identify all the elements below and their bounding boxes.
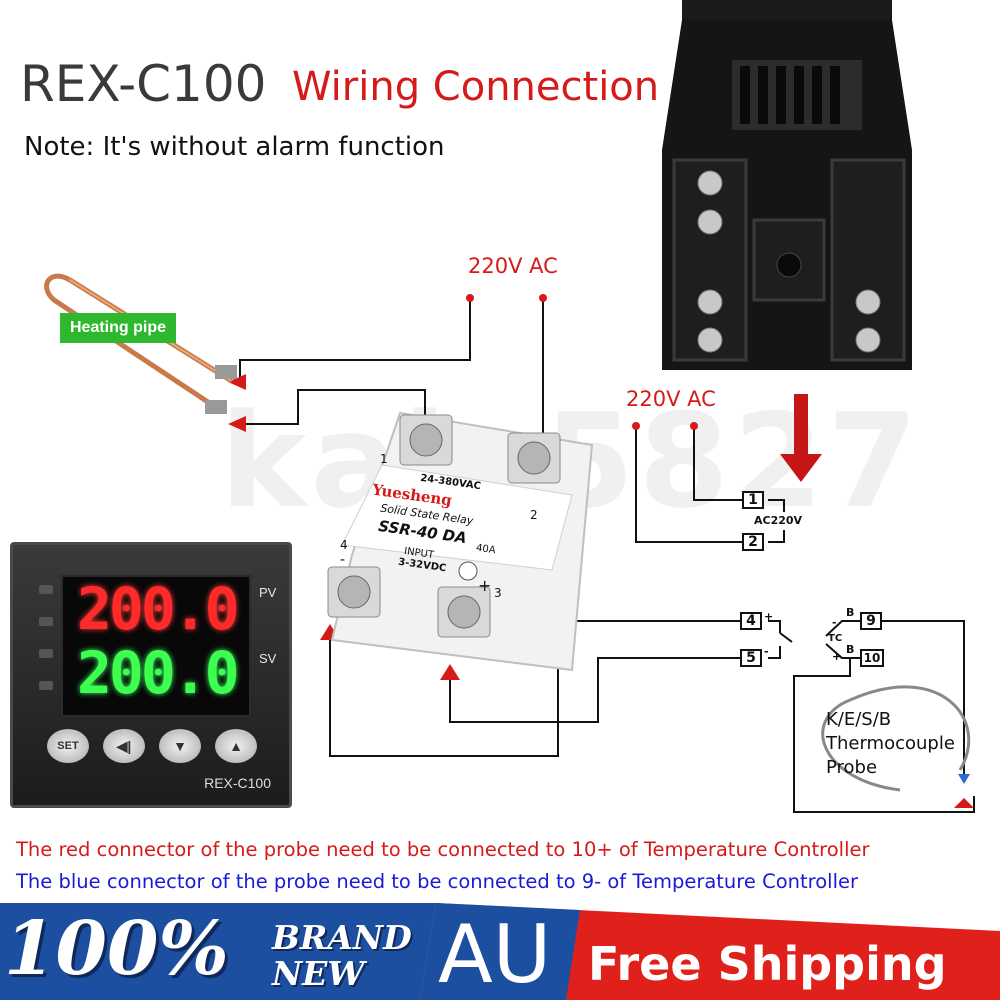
tc-minus: - bbox=[832, 616, 837, 629]
sv-display: 200.0 bbox=[77, 639, 240, 707]
big-down-arrow bbox=[780, 394, 822, 482]
ssr-terminal-1: 1 bbox=[380, 452, 388, 466]
back-screw-1 bbox=[697, 170, 723, 196]
set-button[interactable]: SET bbox=[47, 729, 89, 763]
model-title: REX-C100 bbox=[20, 55, 267, 113]
terminal-10: 10 bbox=[860, 649, 884, 667]
ssr-minus: - bbox=[340, 552, 346, 568]
wiring-title: Wiring Connection bbox=[292, 64, 660, 110]
wire-ssr-plus bbox=[449, 657, 740, 723]
pv-display: 200.0 bbox=[77, 575, 240, 643]
terminal-4-plus: + bbox=[764, 610, 774, 623]
controller-model-label: REX-C100 bbox=[204, 775, 271, 791]
banner-brand-new: BRAND NEW bbox=[272, 920, 412, 992]
wire-heater-ssr bbox=[240, 389, 426, 425]
back-screw-10 bbox=[855, 327, 881, 353]
arrow-heater-bottom bbox=[228, 416, 246, 432]
back-screw-9 bbox=[855, 289, 881, 315]
banner-brand: BRAND bbox=[272, 918, 412, 957]
ac-label-top: 220V AC bbox=[468, 254, 558, 278]
terminal-5: 5 bbox=[740, 649, 762, 667]
ssr-terminal-screws bbox=[327, 414, 561, 638]
terminal-9-b: B bbox=[846, 606, 855, 619]
terminal-2: 2 bbox=[742, 533, 764, 551]
wire-ac-t1 bbox=[693, 428, 742, 501]
terminal-10-b: B bbox=[846, 643, 855, 656]
tc-plus: + bbox=[832, 650, 842, 663]
down-button[interactable]: ▼ bbox=[159, 729, 201, 763]
back-screw-5 bbox=[697, 327, 723, 353]
ac-label-right: 220V AC bbox=[626, 387, 716, 411]
wire-ac-left bbox=[239, 300, 471, 382]
banner-region: AU bbox=[438, 908, 552, 1000]
terminal-1: 1 bbox=[742, 491, 764, 509]
tc-label: TC bbox=[828, 633, 843, 644]
red-connector-note: The red connector of the probe need to b… bbox=[16, 838, 870, 861]
terminal-4: 4 bbox=[740, 612, 762, 630]
banner-new: NEW bbox=[272, 954, 365, 993]
back-screw-4 bbox=[697, 289, 723, 315]
controller-back-view bbox=[662, 0, 912, 370]
probe-label: K/E/S/B Thermocouple Probe bbox=[826, 708, 976, 780]
ssr-plus: + bbox=[478, 576, 492, 595]
banner-percent: 100% bbox=[4, 906, 229, 992]
wire-ac-t2 bbox=[635, 428, 742, 543]
promo-banner bbox=[0, 903, 1000, 1000]
up-button[interactable]: ▲ bbox=[215, 729, 257, 763]
banner-shipping: Free Shipping bbox=[588, 937, 947, 991]
wire-ssr-minus bbox=[329, 620, 740, 757]
heating-pipe-label: Heating pipe bbox=[60, 313, 176, 343]
blue-connector-note: The blue connector of the probe need to … bbox=[16, 870, 858, 893]
arrow-ssr-t3 bbox=[440, 664, 460, 680]
solid-state-relay bbox=[327, 411, 594, 672]
indicator-3 bbox=[39, 649, 53, 658]
note-text: Note: It's without alarm function bbox=[24, 132, 445, 162]
probe-line-3: Probe bbox=[826, 757, 878, 778]
controller-display: 200.0 200.0 bbox=[61, 575, 251, 717]
indicator-1 bbox=[39, 585, 53, 594]
sv-label: SV bbox=[259, 651, 277, 666]
temperature-controller: 200.0 200.0 PV SV SET ◀| ▼ ▲ REX-C100 bbox=[10, 542, 292, 808]
probe-line-1: K/E/S/B bbox=[826, 709, 892, 730]
wire-probe-blue bbox=[882, 620, 965, 774]
ac220v-label: AC220V bbox=[754, 514, 803, 527]
ssr-terminal-3: 3 bbox=[494, 586, 502, 600]
shift-button[interactable]: ◀| bbox=[103, 729, 145, 763]
pv-label: PV bbox=[259, 585, 277, 600]
terminal-5-minus: - bbox=[764, 645, 769, 658]
back-screw-2 bbox=[697, 209, 723, 235]
arrow-heater-top bbox=[228, 374, 246, 390]
terminal-9: 9 bbox=[860, 612, 882, 630]
indicator-4 bbox=[39, 681, 53, 690]
indicator-2 bbox=[39, 617, 53, 626]
ssr-terminal-2: 2 bbox=[530, 508, 538, 522]
ssr-terminal-4: 4 bbox=[340, 538, 348, 552]
probe-line-2: Thermocouple bbox=[826, 733, 955, 754]
